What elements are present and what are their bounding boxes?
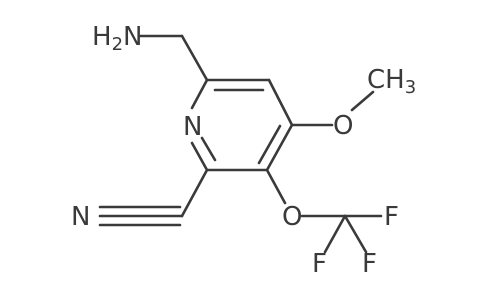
ring-nitrogen-label: N	[183, 112, 202, 142]
bond-o-ch3	[350, 90, 375, 112]
bond-c5-c4	[267, 78, 294, 127]
amine-group-label: H2N	[92, 22, 142, 55]
methyl-subscript: 3	[405, 77, 416, 98]
bond-layer	[98, 34, 383, 254]
methyl-group-label: CH3	[367, 65, 416, 98]
bond-c2-n1-inner	[200, 136, 217, 162]
bond-c2-ch2	[180, 168, 209, 218]
bond-c2-n1	[190, 141, 209, 172]
bond-c4-c3-inner	[257, 124, 282, 165]
atom-layer: H2N N O CH3 O N F F F	[71, 22, 416, 279]
bond-c3-o	[265, 168, 287, 205]
amine-n-label: N	[123, 22, 142, 52]
fluorine-top-label: F	[384, 202, 399, 232]
methyl-ch-label: CH	[367, 65, 405, 95]
nitrile-nitrogen-label: N	[71, 202, 90, 232]
bond-c4-c3	[265, 123, 294, 172]
bond-c6-ch2	[180, 34, 209, 82]
amine-h-label: H	[92, 22, 112, 52]
bond-cf3-f-right	[343, 214, 368, 254]
ether-oxygen-label: O	[282, 202, 302, 232]
amine-h-subscript: 2	[112, 34, 123, 55]
fluorine-left-label: F	[312, 249, 327, 279]
bond-n1-c6	[190, 78, 209, 110]
methoxy-oxygen-label: O	[333, 111, 353, 141]
bond-cf3-f-left	[323, 214, 347, 254]
fluorine-right-label: F	[362, 249, 377, 279]
